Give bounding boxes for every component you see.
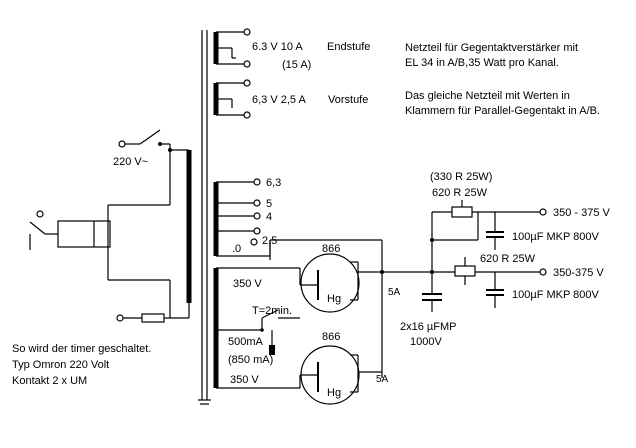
lower-tube-type: 866 [322,331,340,343]
upper-tube-type: 866 [322,243,340,255]
fuse-value: 500mA [228,336,264,348]
endstufe-voltage: 6.3 V 10 A [252,41,303,53]
vorstufe-heater-winding [213,79,251,119]
upper-resistor [451,206,473,218]
timer-note-line-1: So wird der timer geschaltet. [12,343,151,355]
primary-winding [170,149,192,319]
note-line-1: Netzteil für Gegentaktverstärker mit [405,42,578,54]
main-cap-voltage: 1000V [410,336,442,348]
main-cap-value: 2x16 µFMP [400,321,456,333]
lower-tube-label: Hg [327,387,341,399]
upper-rectifier-tube [299,253,360,313]
hv-upper-voltage: 350 V [233,278,262,290]
timer-note-line-3: Kontakt 2 x UM [12,375,87,387]
resistor-lower-value: 620 R 25W [480,253,536,265]
timer-note-line-2: Typ Omron 220 Volt [12,359,109,371]
note-line-3: Das gleiche Netzteil mit Werten in [405,90,570,102]
tap-5-label: 5 [266,198,272,210]
note-line-2: EL 34 in A/B,35 Watt pro Kanal. [405,57,559,69]
lower-resistor [454,265,476,277]
lower-output-voltage: 350-375 V [553,267,604,279]
timer-switch [260,309,300,355]
lower-output-cap: 100µF MKP 800V [512,289,600,301]
lower-rectifier-tube [299,345,360,405]
note-line-4: Klammern für Parallel-Gegentakt in A/B. [405,105,600,117]
filter-network [382,200,547,312]
endstufe-heater-winding [213,28,251,68]
choke-upper-current: 5A [388,287,401,298]
upper-output-cap: 100µF MKP 800V [512,231,600,243]
timer-delay: T=2min. [252,305,292,317]
vorstufe-voltage: 6,3 V 2,5 A [252,94,306,106]
resistor-parallel: (330 R 25W) [430,171,492,183]
vorstufe-label: Vorstufe [328,94,368,106]
resistor-upper-value: 620 R 25W [432,187,488,199]
choke-lower-current: 5A [376,374,389,385]
mains-switch [118,129,172,152]
tap-0-label: .0 [232,243,241,255]
upper-output-voltage: 350 - 375 V [553,207,611,219]
endstufe-parallel-current: (15 A) [282,59,311,71]
upper-tube-label: Hg [327,293,341,305]
hv-secondary-winding [213,267,300,389]
timer-relay [29,150,171,318]
hv-lower-voltage: 350 V [230,374,259,386]
tap-6-3-label: 6,3 [266,177,281,189]
fuse-parallel-value: (850 mA) [228,354,273,366]
transformer-core [198,30,211,405]
mains-fuse [116,313,170,323]
endstufe-label: Endstufe [327,41,370,53]
tap-4-label: 4 [266,211,272,223]
timer-fuse [269,345,275,355]
mains-voltage: 220 V~ [113,156,148,168]
